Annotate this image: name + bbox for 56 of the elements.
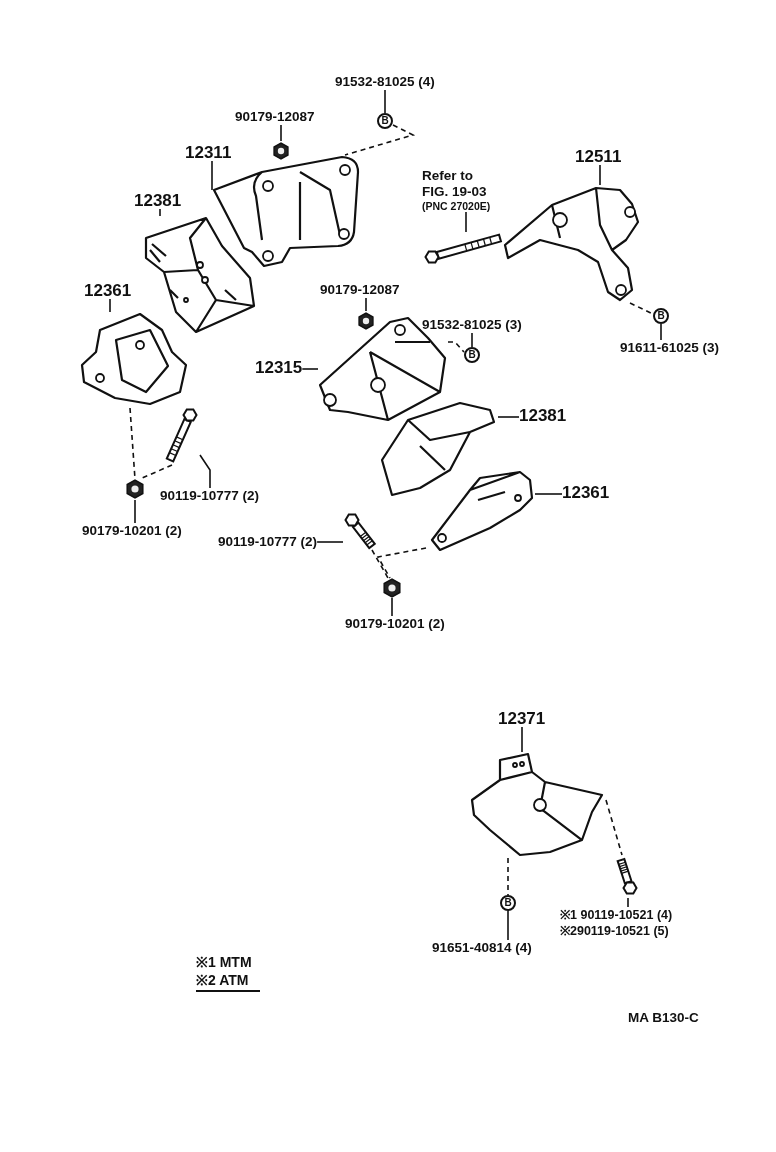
leader-line (384, 89, 386, 114)
leader-line (301, 368, 319, 370)
circled-letter-symbol: B (464, 347, 480, 363)
figure-code-label: MA B130-C (628, 1010, 699, 1025)
circled-letter-symbol: B (500, 895, 516, 911)
footnote-label: ※2 ATM (196, 970, 261, 992)
dashed-assembly-line (371, 549, 389, 579)
part-number-label: 90179-10201 (2) (345, 616, 445, 632)
leader-line (316, 541, 344, 543)
leader-line (471, 332, 473, 348)
part-number-label: 12381 (134, 193, 182, 209)
leader-line (159, 208, 161, 217)
leader-line (199, 454, 211, 489)
leader-line (599, 164, 601, 186)
part-number-label: 90179-12087 (320, 282, 400, 298)
part-number-label: 12311 (185, 145, 232, 161)
part-number-label: 91611-61025 (3) (620, 340, 720, 356)
part-number-label: 12361 (84, 283, 132, 299)
leader-line (660, 323, 662, 341)
part-number-label: ※290119-10521 (5) (560, 923, 670, 939)
part-number-label: 12361 (562, 485, 610, 501)
leader-line (211, 160, 213, 191)
leader-line (365, 297, 367, 312)
part-number-label: 90179-10201 (2) (82, 523, 182, 539)
leader-line (465, 211, 467, 233)
leader-line (497, 416, 520, 418)
leader-line (507, 910, 509, 941)
leader-line (627, 897, 629, 908)
part-number-label: 91651-40814 (4) (432, 940, 532, 956)
part-number-label: 90179-12087 (235, 109, 315, 125)
leader-line (534, 493, 563, 495)
reference-note: Refer to FIG. 19-03 (422, 168, 488, 200)
part-number-label: 12371 (498, 711, 546, 727)
leader-line (280, 124, 282, 142)
dashed-assembly-line (344, 124, 416, 156)
part-number-label: ※1 90119-10521 (4) (560, 907, 673, 923)
part-number-label: 12381 (519, 408, 567, 424)
part-number-label: 91532-81025 (4) (335, 74, 435, 90)
part-number-label: (PNC 27020E) (422, 200, 492, 212)
part-number-label: 90119-10777 (2) (218, 534, 318, 550)
circled-letter-symbol: B (653, 308, 669, 324)
leader-line (134, 499, 136, 524)
dashed-assembly-line (507, 857, 509, 896)
dashed-assembly-line (447, 341, 465, 353)
part-number-label: 91532-81025 (3) (422, 317, 522, 333)
part-number-label: 12511 (575, 149, 622, 165)
dashed-assembly-line (605, 799, 623, 856)
leader-line (391, 597, 393, 617)
footnote-label: ※1 MTM (196, 953, 252, 971)
circled-letter-symbol: B (377, 113, 393, 129)
leader-line (109, 298, 111, 313)
part-number-label: 12315 (255, 360, 303, 376)
leader-line (521, 726, 523, 753)
dashed-assembly-line (629, 302, 654, 315)
part-number-label: 90119-10777 (2) (160, 488, 260, 504)
dashed-assembly-line (376, 547, 427, 579)
